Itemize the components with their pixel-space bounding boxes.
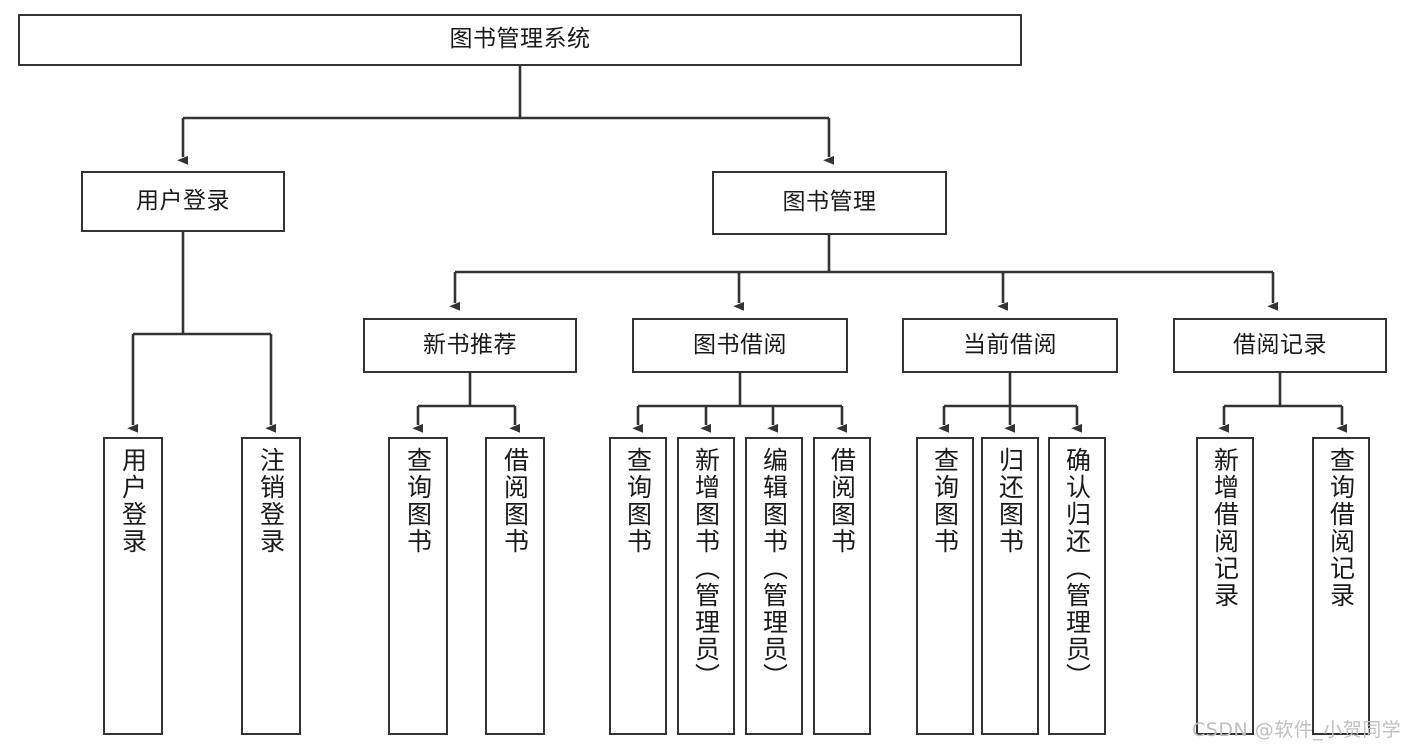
leaf-query-book-current[interactable]: 查询图书 [916, 437, 974, 735]
leaf-query-borrow-record[interactable]: 查询借阅记录 [1312, 437, 1370, 735]
leaf-query-borrow-record-label: 查询借阅记录 [1326, 447, 1356, 609]
node-book-borrow[interactable]: 图书借阅 [632, 318, 848, 373]
leaf-edit-book[interactable]: 编辑图书（管理员） [745, 437, 803, 735]
node-new-book-recommend[interactable]: 新书推荐 [363, 318, 577, 373]
leaf-add-book[interactable]: 新增图书（管理员） [677, 437, 735, 735]
node-current-borrow[interactable]: 当前借阅 [902, 318, 1118, 373]
leaf-return-book-label: 归还图书 [995, 447, 1025, 555]
csdn-watermark: CSDN @软件_小贺同学 [1192, 719, 1402, 741]
node-current-borrow-label: 当前借阅 [963, 331, 1057, 358]
node-book-borrow-label: 图书借阅 [693, 331, 787, 358]
node-root-label: 图书管理系统 [449, 26, 591, 53]
leaf-add-book-label: 新增图书（管理员） [691, 447, 721, 690]
node-root[interactable]: 图书管理系统 [18, 14, 1022, 66]
node-new-book-recommend-label: 新书推荐 [423, 331, 517, 358]
leaf-user-login-label: 用户登录 [118, 447, 148, 555]
node-user-login-label: 用户登录 [136, 187, 230, 214]
node-borrow-record[interactable]: 借阅记录 [1173, 318, 1387, 373]
leaf-query-book-current-label: 查询图书 [930, 447, 960, 555]
leaf-query-book-borrow[interactable]: 查询图书 [609, 437, 667, 735]
leaf-user-logout-label: 注销登录 [256, 447, 286, 555]
leaf-confirm-return[interactable]: 确认归还（管理员） [1048, 437, 1106, 735]
node-user-login[interactable]: 用户登录 [81, 171, 285, 232]
leaf-confirm-return-label: 确认归还（管理员） [1062, 447, 1092, 690]
leaf-borrow-book-label: 借阅图书 [827, 447, 857, 555]
leaf-add-borrow-record-label: 新增借阅记录 [1210, 447, 1240, 609]
node-book-manage[interactable]: 图书管理 [712, 171, 947, 235]
node-book-manage-label: 图书管理 [782, 189, 877, 216]
leaf-borrow-book-recommend-label: 借阅图书 [500, 447, 530, 555]
leaf-borrow-book[interactable]: 借阅图书 [813, 437, 871, 735]
leaf-user-logout[interactable]: 注销登录 [241, 437, 301, 735]
leaf-edit-book-label: 编辑图书（管理员） [759, 447, 789, 690]
leaf-query-book-borrow-label: 查询图书 [623, 447, 653, 555]
node-borrow-record-label: 借阅记录 [1233, 331, 1327, 358]
leaf-query-book-recommend[interactable]: 查询图书 [388, 437, 448, 735]
leaf-return-book[interactable]: 归还图书 [981, 437, 1039, 735]
leaf-add-borrow-record[interactable]: 新增借阅记录 [1196, 437, 1254, 735]
leaf-user-login[interactable]: 用户登录 [103, 437, 163, 735]
leaf-borrow-book-recommend[interactable]: 借阅图书 [485, 437, 545, 735]
leaf-query-book-recommend-label: 查询图书 [403, 447, 433, 555]
